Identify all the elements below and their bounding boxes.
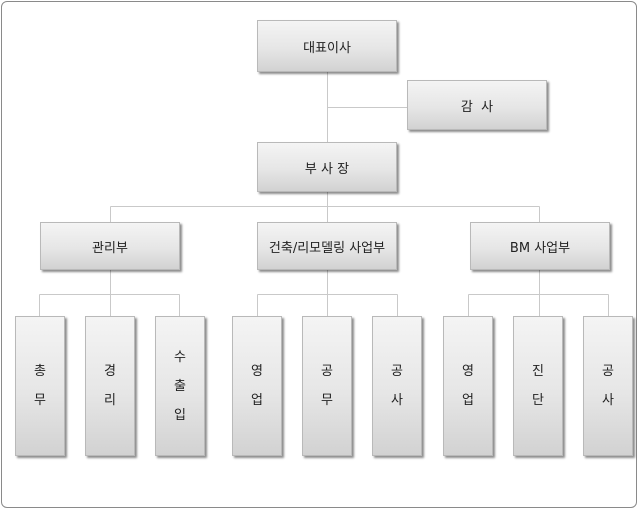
team-char: 출 (174, 378, 186, 394)
team-engineering-box: 공 무 (302, 316, 352, 456)
team-sales-box: 영 업 (232, 316, 282, 456)
division-bm-box: BM 사업부 (470, 222, 610, 270)
division-management-box: 관리부 (40, 222, 180, 270)
team-char: 영 (251, 364, 263, 379)
team-char: 진 (532, 364, 544, 379)
team-char: 경 (104, 364, 116, 379)
team-char: 단 (532, 393, 544, 408)
team-char: 공 (602, 364, 614, 379)
division-label: 관리부 (92, 240, 128, 256)
team-char: 공 (391, 364, 403, 379)
team-char: 사 (391, 393, 403, 408)
team-sales-box: 영 업 (443, 316, 493, 456)
team-construction-box: 공 사 (372, 316, 422, 456)
team-accounting-box: 경 리 (85, 316, 135, 456)
team-char: 입 (174, 407, 186, 423)
team-general-affairs-box: 총 무 (15, 316, 65, 456)
division-label: 건축/리모델링 사업부 (268, 240, 386, 256)
ceo-label: 대표이사 (303, 40, 351, 56)
team-char: 업 (251, 393, 263, 408)
team-char: 리 (104, 393, 116, 408)
team-char: 총 (34, 364, 46, 379)
auditor-box: 감 사 (407, 80, 547, 130)
team-char: 영 (462, 364, 474, 379)
team-char: 공 (321, 364, 333, 379)
division-construction-box: 건축/리모델링 사업부 (257, 222, 397, 270)
team-char: 수 (174, 349, 186, 365)
team-construction-box: 공 사 (583, 316, 633, 456)
team-char: 무 (34, 393, 46, 408)
vp-box: 부 사 장 (257, 142, 397, 192)
team-diagnosis-box: 진 단 (513, 316, 563, 456)
auditor-label: 감 사 (460, 99, 494, 115)
team-char: 무 (321, 393, 333, 408)
division-label: BM 사업부 (509, 240, 571, 256)
team-import-export-box: 수 출 입 (155, 316, 205, 456)
ceo-box: 대표이사 (257, 20, 397, 72)
team-char: 업 (462, 393, 474, 408)
team-char: 사 (602, 393, 614, 408)
vp-label: 부 사 장 (304, 161, 350, 177)
